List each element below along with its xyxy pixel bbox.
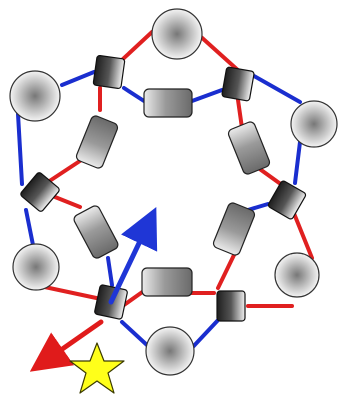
red-link	[55, 197, 80, 207]
capsule	[212, 202, 256, 257]
disc	[10, 71, 60, 121]
red-link	[238, 100, 242, 128]
capsule	[75, 115, 119, 170]
disc	[291, 101, 337, 147]
blue-link	[62, 72, 94, 85]
capsule	[72, 204, 119, 260]
blue-link	[108, 258, 112, 285]
disc	[13, 244, 59, 290]
blue-link	[192, 90, 222, 101]
capsule	[227, 121, 271, 176]
blue-link	[122, 322, 148, 346]
red-link	[200, 36, 240, 72]
hinge-block	[267, 180, 306, 220]
blue-link	[190, 318, 220, 350]
red-links	[40, 32, 312, 306]
blue-link	[254, 76, 300, 102]
red-link	[218, 255, 234, 288]
disc	[146, 327, 194, 375]
blue-link	[248, 204, 268, 210]
red-link	[40, 286, 101, 299]
blue-link	[26, 210, 33, 245]
capsule	[144, 89, 192, 117]
capsule	[142, 268, 192, 296]
hinge-block	[93, 55, 125, 89]
star-icon	[70, 343, 124, 393]
hinge-block	[222, 67, 255, 101]
blue-link	[124, 88, 144, 101]
blue-link	[18, 114, 22, 184]
disc	[152, 9, 202, 59]
disc	[275, 253, 319, 297]
hinge-block	[217, 291, 245, 321]
blue-link	[295, 142, 300, 183]
